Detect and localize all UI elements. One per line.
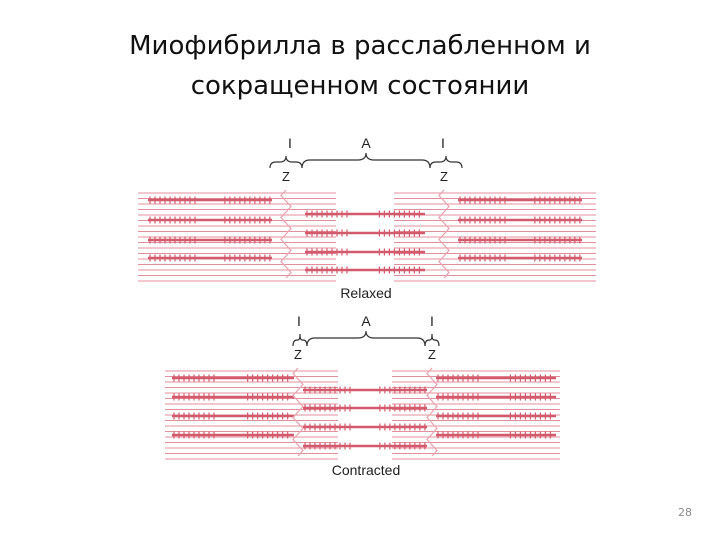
contracted-a-band-label: A: [361, 313, 371, 329]
z-line: [438, 189, 450, 279]
relaxed-z-line-right-label: Z: [440, 169, 448, 184]
contracted-caption: Contracted: [332, 462, 400, 478]
relaxed-a-bracket: [301, 152, 431, 169]
contracted-i-band-right-label: I: [430, 313, 434, 329]
z-line: [426, 367, 438, 457]
contracted-i-band-left-label: I: [297, 313, 301, 329]
slide-number: 28: [678, 506, 692, 519]
relaxed-i-band-right-label: I: [441, 135, 445, 151]
slide-title-line-2: сокращенном состоянии: [190, 71, 530, 101]
z-line: [292, 367, 304, 457]
contracted-z-line-left-label: Z: [294, 347, 302, 362]
relaxed-filaments: [138, 189, 596, 282]
contracted-z-line-right-label: Z: [428, 347, 436, 362]
relaxed-a-band-label: A: [361, 135, 371, 151]
contracted-panel: I A I Z Z Contracted: [165, 313, 560, 478]
contracted-i-bracket-left: [292, 333, 308, 347]
slide-title-line-1: Миофибрилла в расслабленном и: [129, 31, 591, 61]
relaxed-i-band-left-label: I: [288, 135, 292, 151]
relaxed-i-bracket-right: [429, 155, 463, 169]
contracted-a-bracket: [306, 330, 426, 347]
relaxed-i-bracket-left: [269, 155, 303, 169]
relaxed-z-line-left-label: Z: [282, 169, 290, 184]
slide-title: Миофибрилла в расслабленном и сокращенно…: [0, 26, 720, 106]
relaxed-caption: Relaxed: [340, 285, 391, 301]
contracted-filaments: [165, 367, 560, 460]
relaxed-panel: I A I Z Z Relaxed: [138, 135, 596, 301]
contracted-i-bracket-right: [424, 333, 440, 347]
z-line: [280, 189, 292, 279]
